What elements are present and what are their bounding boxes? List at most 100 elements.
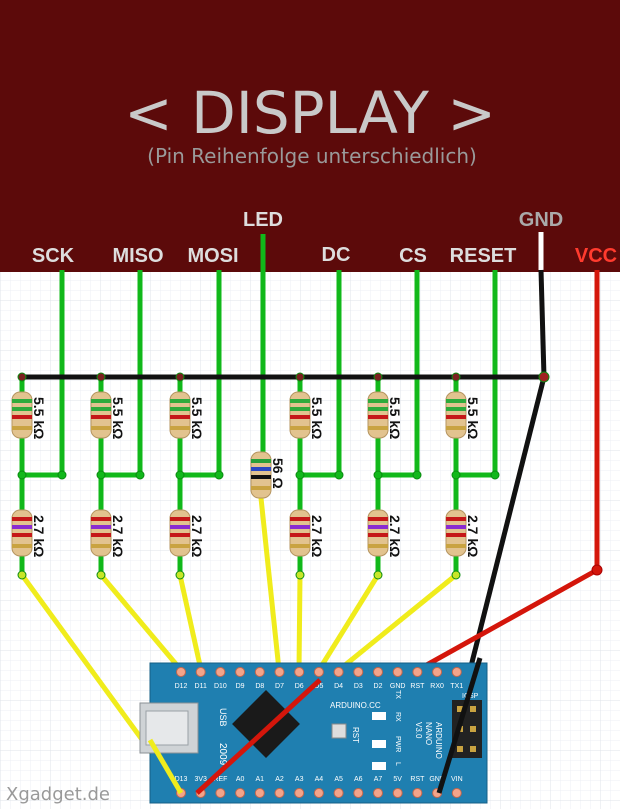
bot-label: REF [213,776,227,783]
resistor-2k7-value: 2.7 kΩ [387,515,403,557]
svg-text:RX: RX [394,712,401,722]
bot-label: 3V3 [194,776,207,783]
top-label: RX0 [430,683,444,690]
top-pin [333,667,344,677]
arduino-top-pins: D12 D11 D10 D9 D8 D7 D6 D5 D4 D3 D2 GND RST RX0 TX1 [175,667,463,690]
bot-label: A3 [295,776,304,783]
bot-pin [294,788,305,798]
top-label: TX1 [450,683,463,690]
resistor-5k5-value: 5.5 kΩ [387,397,403,439]
bot-pin [254,788,265,798]
brand-label: ARDUINO.CC [330,701,381,710]
arduino-nano: USB 2009 RST TX RX PWR L ARDUINO.CC ARDU… [139,662,488,804]
resistor-2k7-2: 2.7 kΩ [169,509,205,557]
top-pin [373,667,383,677]
bot-pin [373,788,383,798]
bot-pin [274,788,285,798]
bot-label: A1 [256,776,265,783]
resistor-5k5-value: 5.5 kΩ [110,397,126,439]
top-pin [176,667,186,677]
led-resistor-value: 56 Ω [270,458,286,489]
resistors-2k7: 2.7 kΩ 2.7 kΩ 2.7 kΩ 2.7 kΩ 2.7 kΩ 2.7 kΩ [11,509,481,557]
top-label: D9 [236,683,245,690]
resistor-5k5-value: 5.5 kΩ [189,397,205,439]
svg-text:PWR: PWR [394,736,401,752]
resistor-5k5-1: 5.5 kΩ [90,391,126,439]
usb-label: USB [218,708,228,727]
resistor-5k5-0: 5.5 kΩ [11,391,47,439]
top-pin [432,667,443,677]
resistor-5k5-2: 5.5 kΩ [169,391,205,439]
pin-label-vcc: VCC [575,245,617,267]
top-label: D5 [314,683,323,690]
top-label: D6 [295,683,304,690]
svg-text:RST: RST [351,727,360,743]
bot-pin [412,788,423,798]
resistor-5k5-value: 5.5 kΩ [465,397,481,439]
top-label: RST [410,683,425,690]
bot-label: VIN [451,776,463,783]
pin-label-dc: DC [322,244,351,266]
top-pin [353,667,364,677]
top-label: D4 [334,683,343,690]
top-label: D8 [255,683,264,690]
top-pin [313,667,324,677]
status-leds [372,712,386,770]
top-label: GND [390,683,406,690]
bot-pin [215,788,226,798]
junction-dots [17,371,603,580]
watermark: Xgadget.de [6,784,110,805]
resistor-2k7-3: 2.7 kΩ [289,509,325,557]
reset-button [331,723,347,739]
year-label: 2009 [217,743,228,766]
bot-label: D13 [175,776,188,783]
resistor-5k5-value: 5.5 kΩ [31,397,47,439]
bot-pin [313,788,324,798]
bot-label: A7 [374,776,383,783]
resistor-2k7-value: 2.7 kΩ [309,515,325,557]
resistor-2k7-0: 2.7 kΩ [11,509,47,557]
model-line-2: NANO [424,722,433,745]
resistor-2k7-1: 2.7 kΩ [90,509,126,557]
bot-label: A0 [236,776,245,783]
pin-label-mosi: MOSI [187,245,238,267]
top-label: D12 [175,683,188,690]
display-panel [0,0,620,272]
display-title: < DISPLAY > [124,79,496,147]
pin-label-sck: SCK [32,245,75,267]
top-label: D7 [275,683,284,690]
resistor-2k7-5: 2.7 kΩ [445,509,481,557]
resistor-5k5-4: 5.5 kΩ [367,391,403,439]
bot-label: A6 [354,776,363,783]
resistor-2k7-4: 2.7 kΩ [367,509,403,557]
bot-label: 5V [393,776,402,783]
top-pin [274,667,285,677]
top-pin [294,667,305,677]
resistor-5k5-3: 5.5 kΩ [289,391,325,439]
resistor-5k5-5: 5.5 kΩ [445,391,481,439]
top-pin [195,667,206,677]
top-pin [235,667,246,677]
top-label: D11 [195,683,207,690]
bot-pin [392,788,403,798]
top-label: D10 [214,683,227,690]
bot-label: RST [410,776,425,783]
bot-pin [333,788,344,798]
bot-label: A5 [334,776,343,783]
resistors-5k5: 5.5 kΩ 5.5 kΩ 5.5 kΩ 5.5 kΩ 5.5 kΩ 5.5 kΩ [11,391,481,439]
bot-label: A2 [275,776,284,783]
display-subtitle: (Pin Reihenfolge unterschiedlich) [147,144,477,168]
top-pin [215,667,226,677]
pin-label-miso: MISO [112,245,163,267]
pin-label-reset: RESET [450,245,517,267]
resistor-2k7-value: 2.7 kΩ [465,515,481,557]
top-label: D2 [374,683,383,690]
svg-text:TX: TX [394,690,401,699]
bot-pin [451,788,462,798]
resistor-5k5-value: 5.5 kΩ [309,397,325,439]
top-label: D3 [354,683,363,690]
bot-pin [235,788,246,798]
bot-label: A4 [315,776,324,783]
